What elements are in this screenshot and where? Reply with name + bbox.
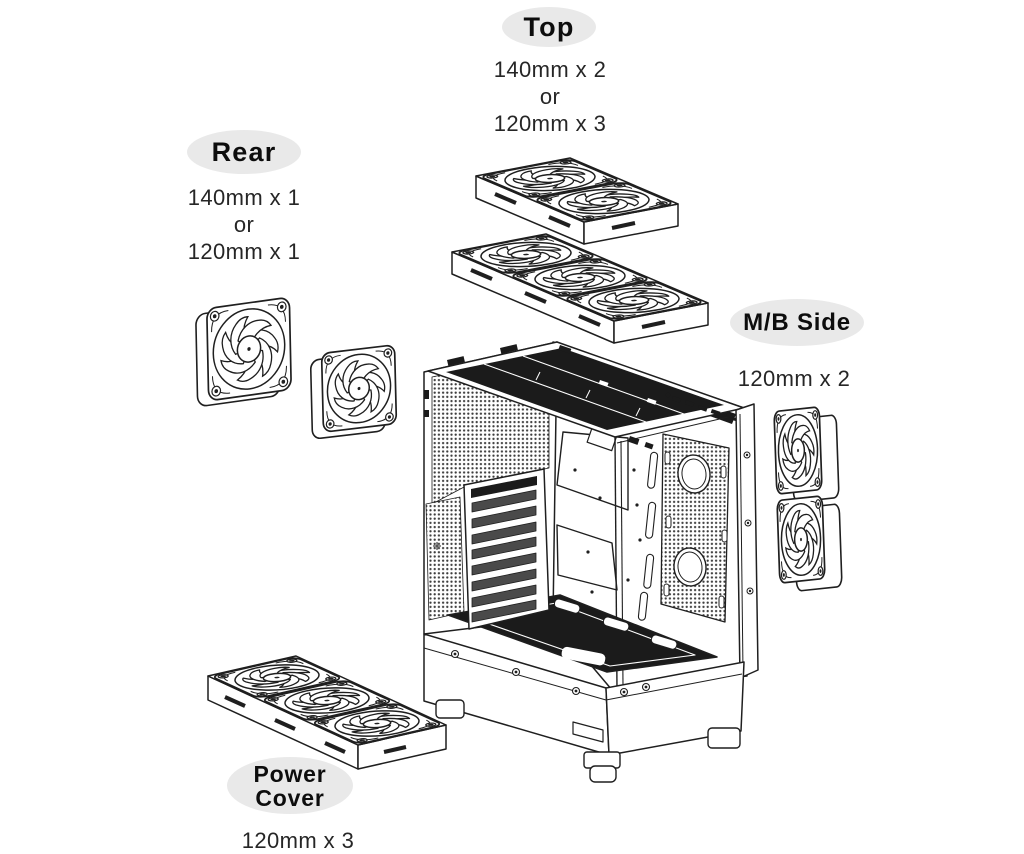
top-label: Top — [502, 7, 596, 47]
top-spec-line: 120mm x 3 — [493, 111, 607, 136]
case-top-panel — [427, 341, 745, 444]
pc-case-drawing — [423, 341, 759, 783]
power-cover-fan-tray — [207, 655, 447, 770]
rear-label-text: Rear — [211, 136, 277, 167]
front-badge — [572, 721, 604, 743]
power-cover-label-text-1: Power — [253, 760, 327, 787]
expansion-slots — [463, 468, 550, 630]
case-feet — [435, 699, 741, 783]
power-cover-label-text-2: Cover — [255, 784, 325, 811]
rear-spec-or: or — [233, 212, 255, 237]
top-label-text: Top — [523, 11, 575, 42]
mb-side-label: M/B Side — [730, 299, 864, 346]
case-front-pillar — [735, 403, 759, 679]
mb-side-spec-line: 120mm x 2 — [737, 366, 851, 391]
mb-side-fan-2 — [776, 495, 843, 592]
rear-spec-line: 140mm x 1 — [187, 185, 301, 210]
rear-specs: 140mm x 1 or 120mm x 1 — [158, 184, 330, 265]
rear-fan-140 — [194, 296, 293, 408]
power-cover-spec-line: 120mm x 3 — [241, 828, 355, 853]
power-cover-label: Power Cover — [227, 757, 353, 814]
rear-label: Rear — [187, 130, 301, 174]
mb-side-fan-1 — [773, 406, 840, 503]
rear-fan-120 — [309, 344, 398, 440]
rear-spec-line: 120mm x 1 — [187, 239, 301, 264]
mb-side-inner-mesh-panel — [660, 433, 730, 623]
rear-fan-group — [194, 296, 398, 440]
top-fan-tray-120x3 — [451, 233, 709, 344]
top-fan-trays — [451, 157, 709, 344]
case-base — [423, 633, 745, 783]
mb-side-label-text: M/B Side — [743, 308, 851, 336]
top-fan-tray-140x2 — [475, 157, 679, 245]
mb-side-fan-stack — [773, 406, 843, 592]
top-spec-or: or — [539, 84, 561, 109]
power-cover-specs: 120mm x 3 — [212, 827, 384, 854]
top-spec-line: 140mm x 2 — [493, 57, 607, 82]
mb-side-specs: 120mm x 2 — [708, 365, 880, 392]
top-specs: 140mm x 2 or 120mm x 3 — [464, 56, 636, 137]
